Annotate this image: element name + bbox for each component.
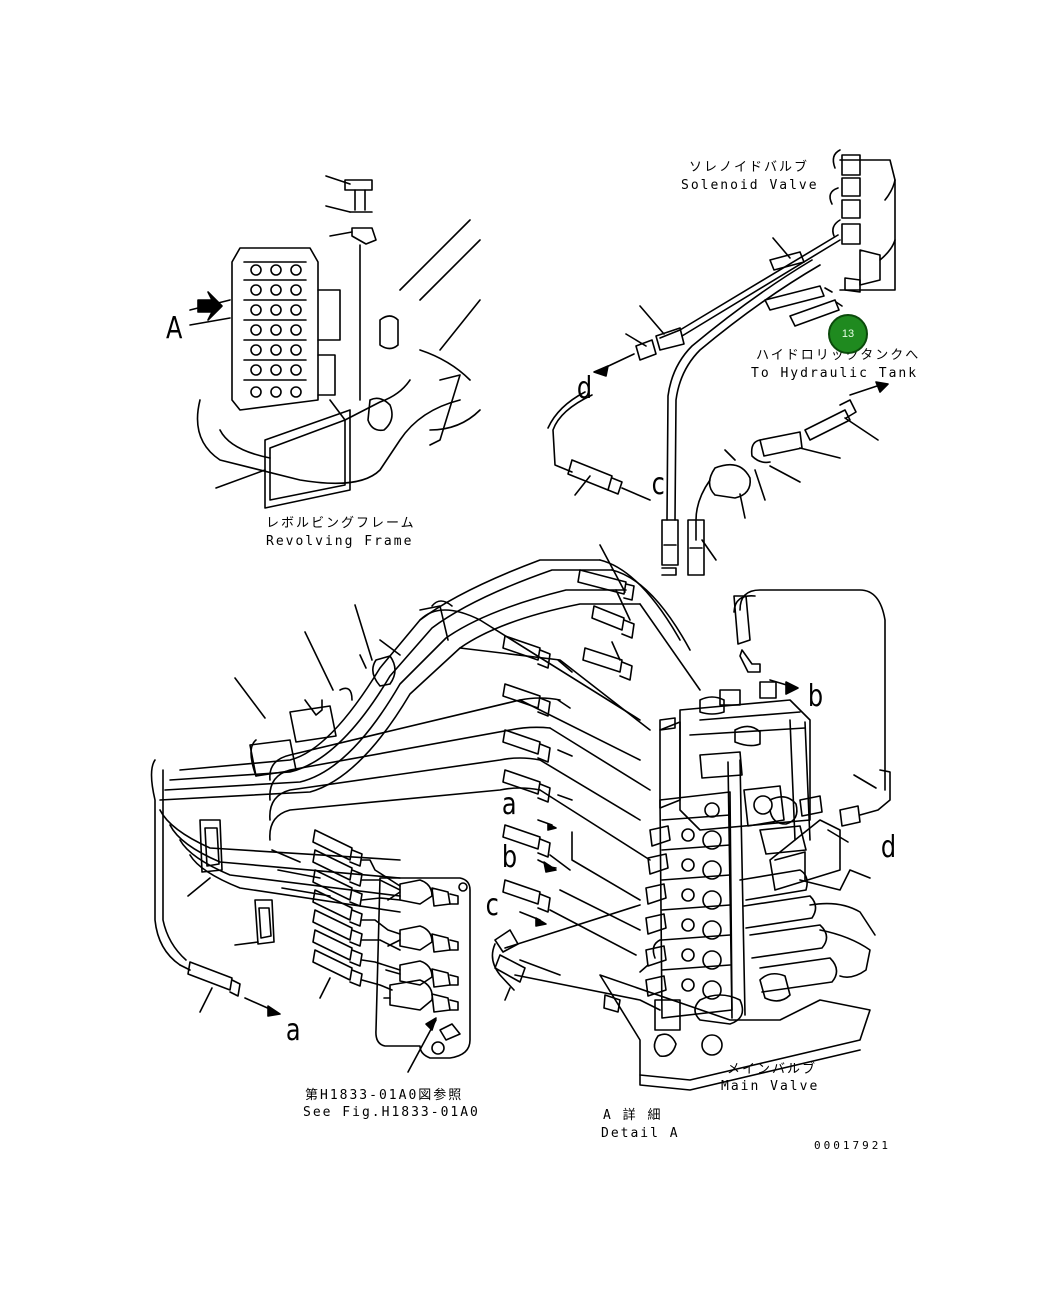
- revolving-frame-label-en: Revolving Frame: [266, 534, 414, 549]
- detail-a-label-jp: A 詳 細: [603, 1108, 663, 1123]
- part-number-bubble[interactable]: 13: [828, 314, 868, 354]
- hydraulic-tank-label-jp: ハイドロリックタンクへ: [756, 348, 921, 363]
- detail-a-label-en: Detail A: [601, 1126, 680, 1141]
- revolving-frame-inset: [189, 175, 481, 509]
- connector-b-callout-mid: b: [501, 840, 518, 875]
- connector-b-callout-right: b: [807, 679, 824, 714]
- connector-d-callout-top: d: [576, 371, 593, 406]
- hose-a-left: [179, 961, 281, 1017]
- solenoid-group-plate: [312, 829, 471, 1073]
- connector-a-callout-mid: a: [501, 787, 517, 822]
- fittings-middle: [502, 544, 641, 956]
- view-a-callout: A: [166, 311, 183, 346]
- solenoid-valve-label-en: Solenoid Valve: [681, 178, 819, 193]
- hose-group-b: [269, 697, 561, 897]
- see-fig-label-jp: 第H1833-01A0図参照: [305, 1088, 464, 1103]
- solenoid-valve-label-jp: ソレノイドバルブ: [689, 160, 810, 175]
- hydraulic-tank-label-en: To Hydraulic Tank: [751, 366, 919, 381]
- main-valve: [599, 681, 876, 1091]
- hose-to-d: [547, 234, 841, 501]
- hose-to-c: [661, 259, 843, 576]
- connector-a-callout-bottom: a: [285, 1013, 301, 1048]
- main-valve-label-jp: メインバルブ: [727, 1062, 818, 1077]
- connector-c-callout-mid: c: [485, 888, 499, 923]
- connector-c-callout-top: c: [651, 467, 665, 502]
- solenoid-valve: [829, 149, 896, 293]
- connector-d-callout-right: d: [880, 830, 897, 865]
- see-fig-label-en: See Fig.H1833-01A0: [303, 1105, 480, 1120]
- pilot-hose-bundle: [150, 559, 641, 966]
- revolving-frame-label-jp: レボルビングフレーム: [266, 516, 416, 531]
- main-valve-label-en: Main Valve: [721, 1079, 820, 1094]
- hose-c-bottom: [491, 904, 661, 1013]
- hose-to-main-valve: [419, 559, 701, 861]
- return-line: [687, 381, 889, 576]
- hose-b-loop: [733, 589, 891, 843]
- drawing-number: 00017921: [814, 1139, 891, 1152]
